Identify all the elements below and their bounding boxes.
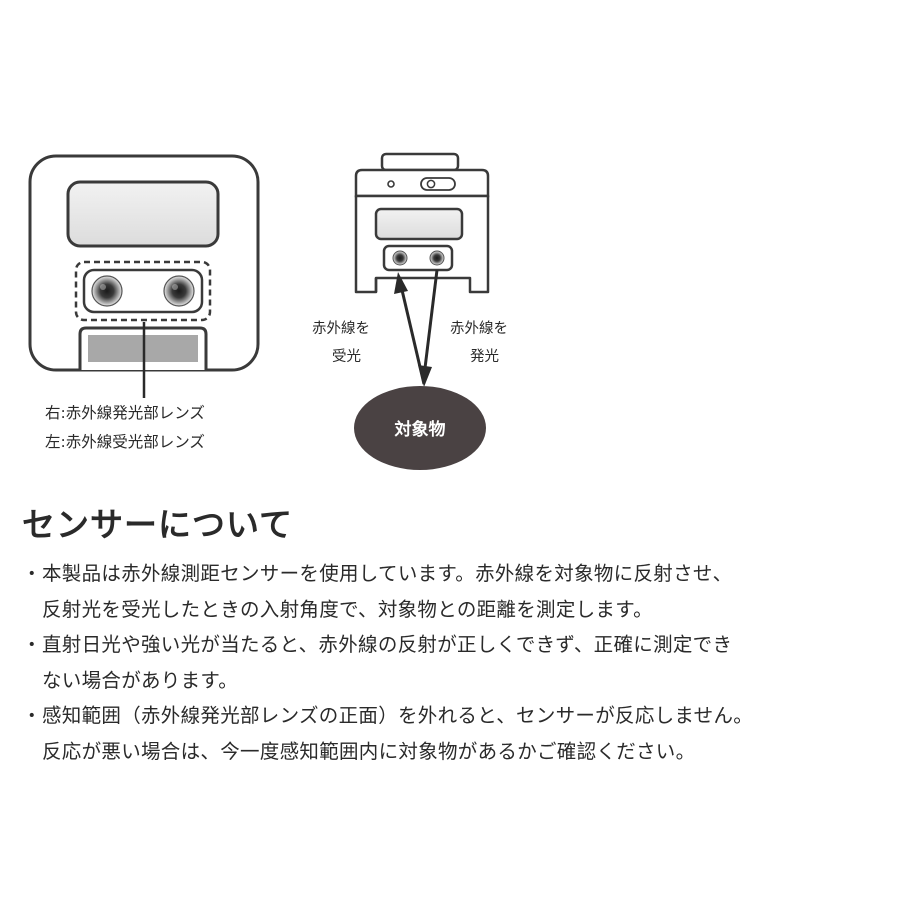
- section-title: センサーについて: [22, 505, 294, 544]
- emit-label-line2: 発光: [470, 348, 499, 365]
- list-item: ・ 本製品は赤外線測距センサーを使用しています。赤外線を対象物に反射させ、 反射…: [22, 556, 892, 627]
- sensor-diagram: 右:赤外線発光部レンズ 左:赤外線受光部レンズ 赤外線を 受光 赤外線を 発光 …: [28, 152, 508, 470]
- bullet-icon: ・: [22, 704, 42, 727]
- emit-beam-line: [423, 269, 439, 369]
- note-line: 反応が悪い場合は、今一度感知範囲内に対象物があるかご確認ください。: [42, 739, 696, 763]
- infrared-beams: [394, 269, 439, 387]
- device-display-small: [374, 207, 464, 241]
- target-object: [354, 386, 486, 470]
- receive-arrowhead-icon: [394, 272, 408, 294]
- bullet-icon: ・: [22, 562, 42, 585]
- device-perspective-view: [354, 152, 490, 294]
- left-callout-line2: 左:赤外線受光部レンズ: [45, 433, 205, 451]
- emitter-lens-small-icon: [429, 250, 445, 266]
- power-led-icon: [387, 180, 395, 188]
- left-callout-line1: 右:赤外線発光部レンズ: [45, 404, 205, 422]
- note-line: 反射光を受光したときの入射角度で、対象物との距離を測定します。: [42, 597, 653, 621]
- sensor-info-section: センサーについて ・ 本製品は赤外線測距センサーを使用しています。赤外線を対象物…: [22, 500, 892, 769]
- emitter-lens-icon: [163, 275, 195, 307]
- bullet-icon: ・: [22, 633, 42, 656]
- list-item: ・ 感知範囲（赤外線発光部レンズの正面）を外れると、センサーが反応しません。 反…: [22, 698, 892, 769]
- device-top-cap: [380, 152, 460, 172]
- note-line: 感知範囲（赤外線発光部レンズの正面）を外れると、センサーが反応しません。: [42, 704, 754, 727]
- receiver-lens-icon: [91, 275, 123, 307]
- emit-label-line1: 赤外線を: [450, 320, 508, 337]
- sensor-highlight-box: [74, 260, 212, 322]
- receive-label-line2: 受光: [332, 348, 361, 365]
- emit-arrowhead-icon: [418, 365, 432, 387]
- note-line: ない場合があります。: [42, 668, 239, 692]
- receiver-lens-small-icon: [392, 250, 408, 266]
- list-item: ・ 直射日光や強い光が当たると、赤外線の反射が正しくできず、正確に測定でき ない…: [22, 627, 892, 698]
- device-front-view: [28, 154, 260, 398]
- notes-list: ・ 本製品は赤外線測距センサーを使用しています。赤外線を対象物に反射させ、 反射…: [22, 556, 892, 769]
- device-display: [66, 180, 220, 248]
- slide-switch-icon: [420, 177, 456, 191]
- receive-label-line1: 赤外線を: [312, 320, 370, 337]
- note-line: 本製品は赤外線測距センサーを使用しています。赤外線を対象物に反射させ、: [42, 562, 733, 585]
- note-line: 直射日光や強い光が当たると、赤外線の反射が正しくできず、正確に測定でき: [42, 633, 733, 656]
- target-label: 対象物: [394, 419, 446, 440]
